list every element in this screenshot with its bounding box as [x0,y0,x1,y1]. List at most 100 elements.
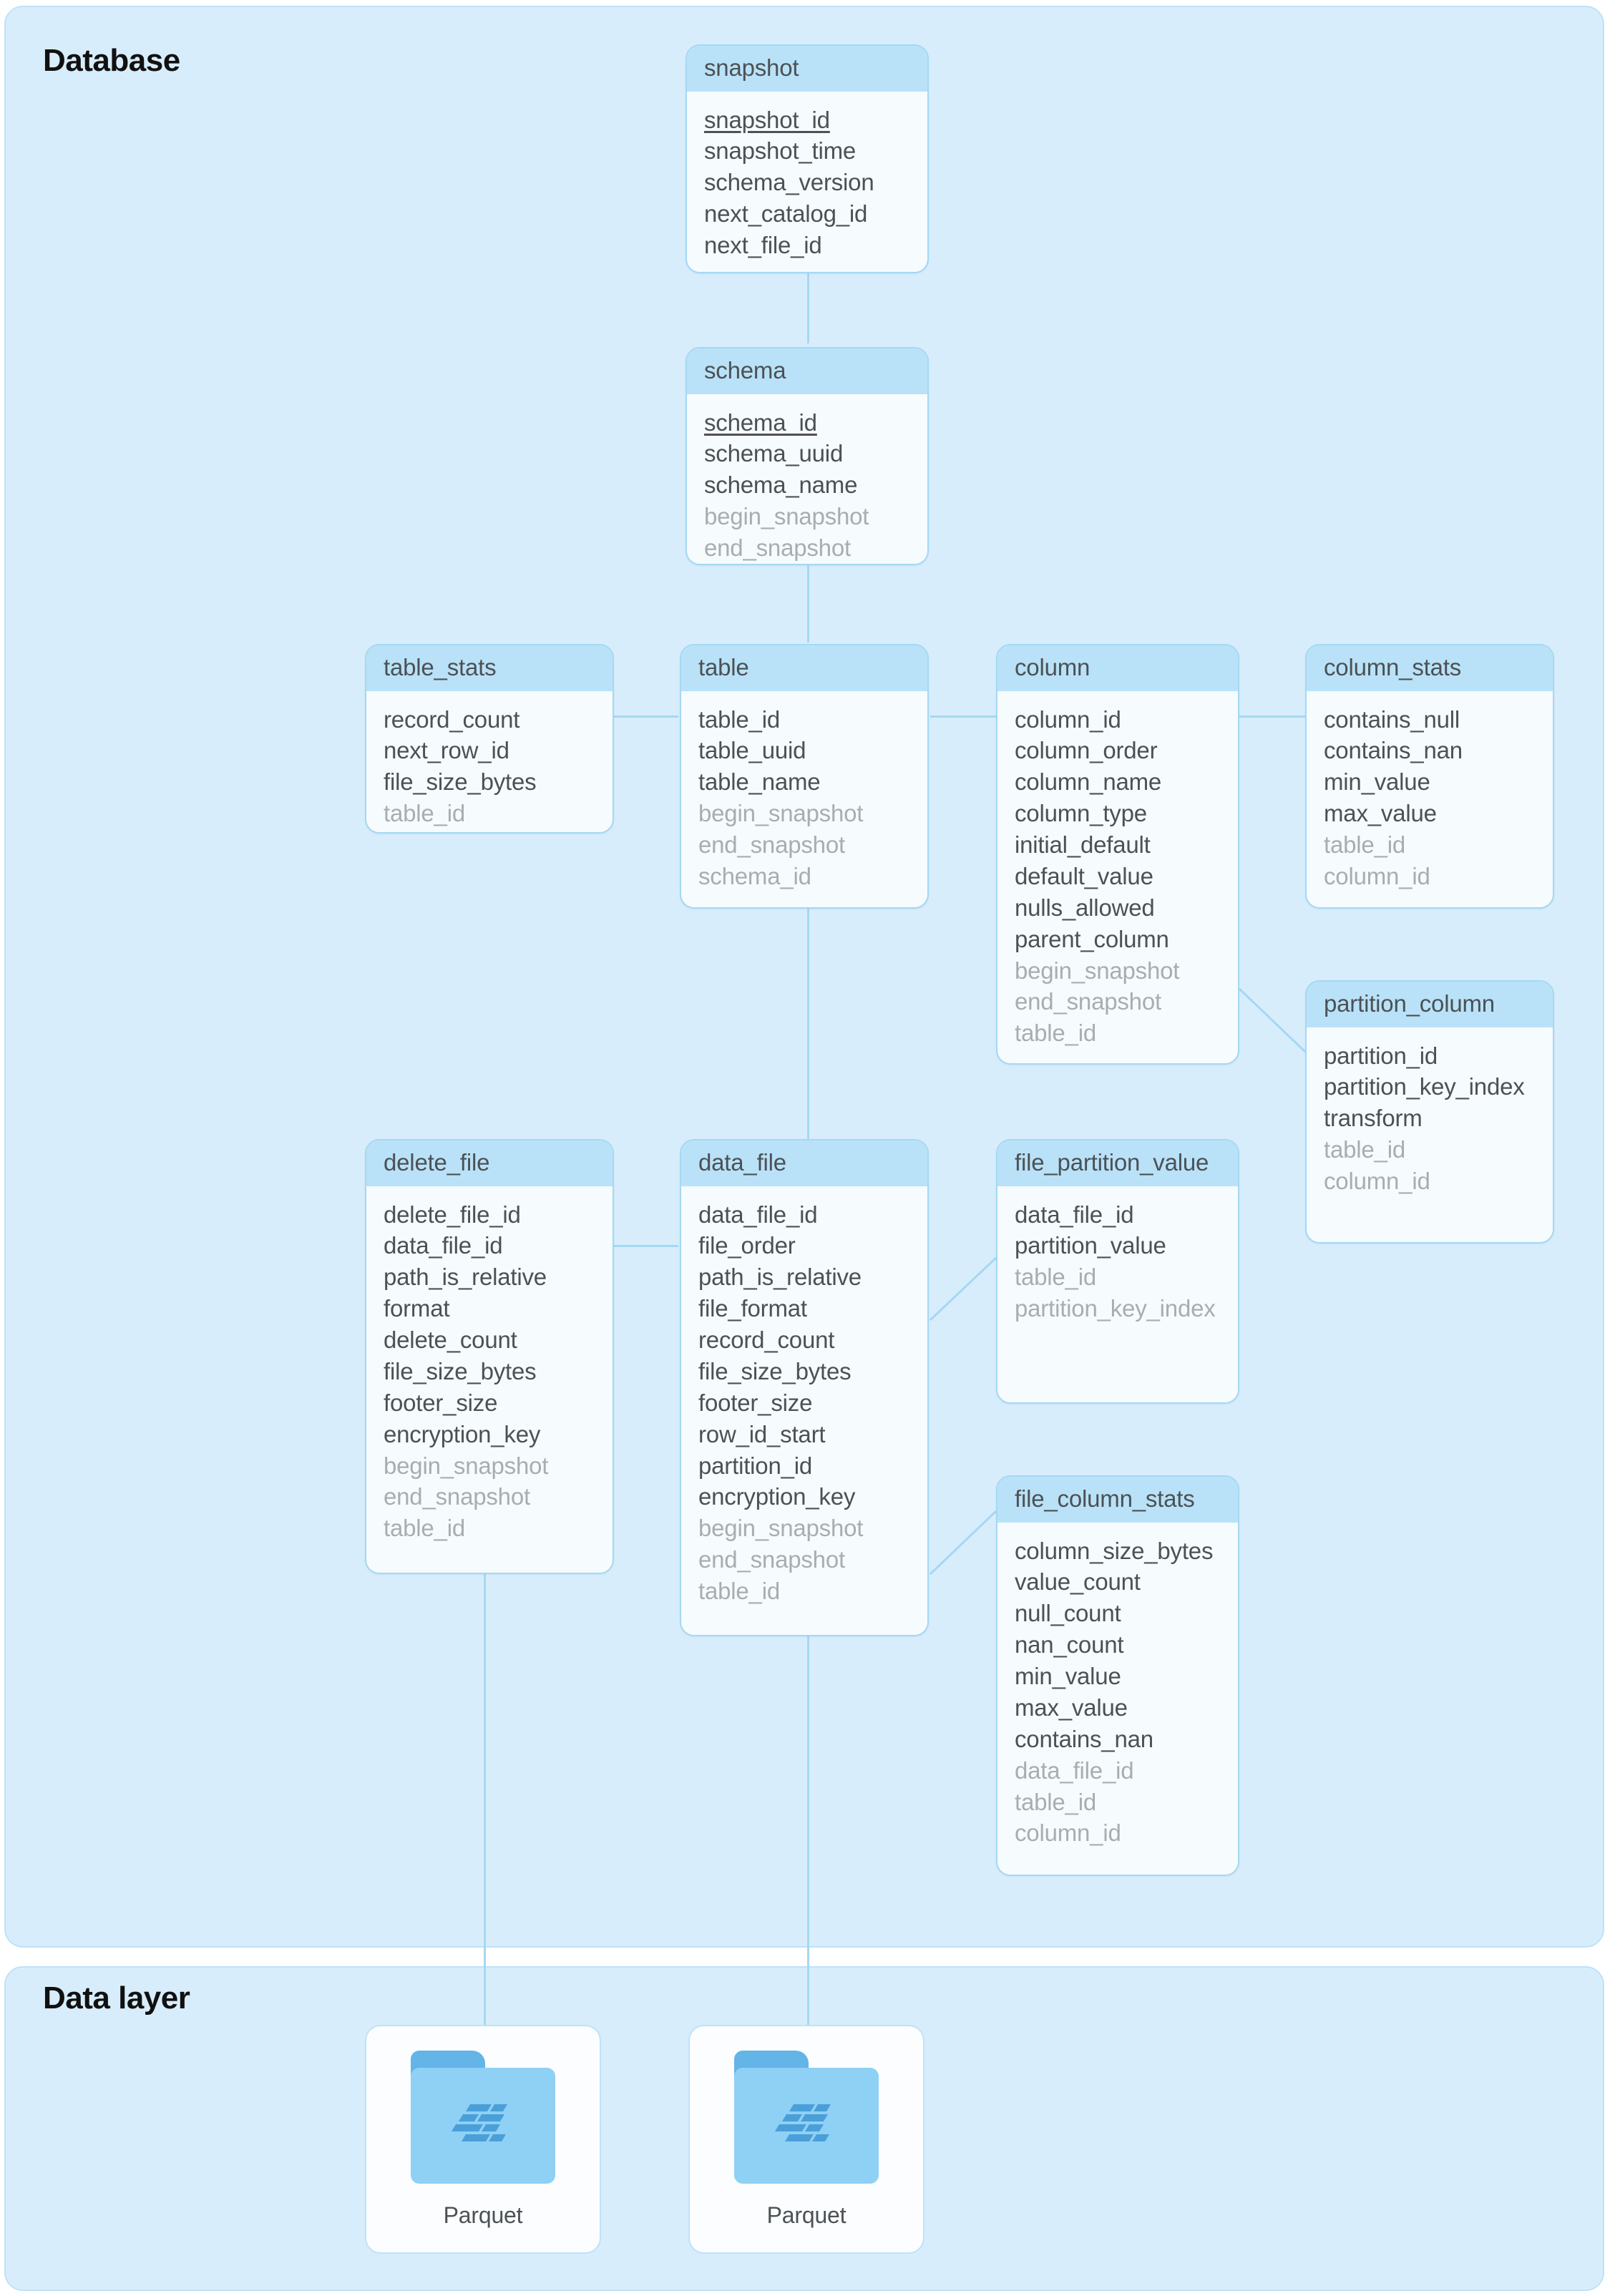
field-column-end-snapshot: end_snapshot [1015,988,1161,1015]
entity-delete-file-title: delete_file [366,1140,613,1186]
entity-table[interactable]: table table_id table_uuid table_name beg… [680,644,929,909]
connector-deletefile-datafile [613,1245,678,1247]
entity-table-fields: table_id table_uuid table_name begin_sna… [681,691,927,907]
field-fcs-table-id: table_id [1015,1788,1096,1815]
entity-table-stats-title: table_stats [366,645,613,691]
field-daf-table-id: table_id [698,1578,780,1605]
field-next-file-id: next_file_id [704,232,822,259]
field-fcs-min-value: min_value [1015,1663,1121,1690]
field-daf-encryption-key: encryption_key [698,1483,856,1510]
entity-table-title: table [681,645,927,691]
field-fpv-table-id: table_id [1015,1264,1096,1291]
field-cs-column-id: column_id [1324,862,1430,889]
entity-column[interactable]: column column_id column_order column_nam… [996,644,1239,1065]
entity-partition-column[interactable]: partition_column partition_id partition_… [1305,980,1554,1244]
field-column-name: column_name [1015,768,1162,796]
entity-partition-column-fields: partition_id partition_key_index transfo… [1307,1027,1553,1211]
field-cs-contains-nan: contains_nan [1324,737,1463,764]
field-cs-min-value: min_value [1324,768,1430,796]
entity-snapshot-title: snapshot [687,46,927,92]
connector-table-datafile [807,907,809,1154]
field-fcs-column-id: column_id [1015,1819,1121,1847]
field-pc-table-id: table_id [1324,1136,1405,1163]
file-card-parquet-2[interactable]: Parquet [688,2025,924,2254]
field-schema-name: schema_name [704,472,858,499]
entity-snapshot-fields: snapshot_id snapshot_time schema_version… [687,92,927,272]
file-card-label: Parquet [443,2202,523,2228]
connector-table-column [930,715,996,718]
field-fcs-contains-nan: contains_nan [1015,1725,1153,1752]
field-cs-max-value: max_value [1324,800,1437,827]
field-df-path-is-relative: path_is_relative [384,1264,547,1291]
field-table-name: table_name [698,768,821,796]
field-df-end-snapshot: end_snapshot [384,1483,530,1510]
entity-column-fields: column_id column_order column_name colum… [997,691,1238,1063]
connector-column-columnstats [1239,715,1305,718]
entity-table-stats[interactable]: table_stats record_count next_row_id fil… [365,644,614,834]
connector-tablestats-table [613,715,678,718]
field-df-delete-file-id: delete_file_id [384,1201,521,1228]
field-fpv-partition-key-index: partition_key_index [1015,1295,1216,1322]
field-daf-file-order: file_order [698,1232,796,1259]
field-pc-transform: transform [1324,1105,1423,1132]
field-daf-end-snapshot: end_snapshot [698,1546,845,1573]
entity-column-title: column [997,645,1238,691]
field-column-id: column_id [1015,705,1121,733]
field-daf-file-format: file_format [698,1295,807,1322]
field-df-footer-size: footer_size [384,1389,498,1416]
field-table-uuid: table_uuid [698,737,806,764]
entity-file-column-stats[interactable]: file_column_stats column_size_bytes valu… [996,1475,1239,1876]
parquet-folder-icon [734,2051,879,2184]
field-daf-data-file-id: data_file_id [698,1201,818,1228]
field-daf-record-count: record_count [698,1327,835,1354]
connector-snapshot-schema [807,272,809,343]
connector-datafile-parquet2 [807,1623,809,2025]
file-card-parquet-1[interactable]: Parquet [365,2025,601,2254]
field-next-catalog-id: next_catalog_id [704,200,868,228]
field-table-id: table_id [698,705,780,733]
entity-file-partition-value-title: file_partition_value [997,1140,1238,1186]
entity-data-file[interactable]: data_file data_file_id file_order path_i… [680,1139,929,1636]
entity-schema[interactable]: schema schema_id schema_uuid schema_name… [686,347,929,565]
field-df-file-size-bytes: file_size_bytes [384,1357,537,1384]
parquet-logo-icon [452,2104,507,2141]
entity-file-partition-value[interactable]: file_partition_value data_file_id partit… [996,1139,1239,1404]
file-card-label: Parquet [766,2202,847,2228]
field-ts-table-id: table_id [384,800,465,827]
field-table-end-snapshot: end_snapshot [698,831,845,859]
field-fcs-max-value: max_value [1015,1694,1128,1721]
field-snapshot-id: snapshot_id [704,106,830,133]
field-daf-footer-size: footer_size [698,1389,813,1416]
folder-body-shape [734,2068,879,2184]
field-column-order: column_order [1015,737,1158,764]
field-schema-version: schema_version [704,169,874,196]
field-column-begin-snapshot: begin_snapshot [1015,957,1180,984]
field-fcs-null-count: null_count [1015,1600,1121,1627]
field-df-encryption-key: encryption_key [384,1420,541,1447]
entity-column-stats-fields: contains_null contains_nan min_value max… [1307,691,1553,907]
field-parent-column: parent_column [1015,925,1169,952]
parquet-logo-icon [775,2104,831,2141]
connector-deletefile-parquet1 [484,1574,486,2025]
entity-delete-file[interactable]: delete_file delete_file_id data_file_id … [365,1139,614,1574]
field-df-format: format [384,1295,450,1322]
parquet-folder-icon [411,2051,555,2184]
field-fcs-column-size-bytes: column_size_bytes [1015,1537,1214,1564]
entity-data-file-title: data_file [681,1140,927,1186]
field-cs-table-id: table_id [1324,831,1405,859]
group-data-layer-title: Data layer [43,1980,190,2016]
group-database-title: Database [43,43,180,78]
field-ts-record-count: record_count [384,705,520,733]
field-pc-partition-key-index: partition_key_index [1324,1073,1525,1100]
field-schema-end-snapshot: end_snapshot [704,534,851,562]
field-snapshot-time: snapshot_time [704,137,857,165]
field-fpv-data-file-id: data_file_id [1015,1201,1134,1228]
field-schema-uuid: schema_uuid [704,440,844,467]
entity-column-stats[interactable]: column_stats contains_null contains_nan … [1305,644,1554,909]
entity-snapshot[interactable]: snapshot snapshot_id snapshot_time schem… [686,44,929,273]
field-column-type: column_type [1015,800,1147,827]
field-fcs-nan-count: nan_count [1015,1631,1124,1659]
